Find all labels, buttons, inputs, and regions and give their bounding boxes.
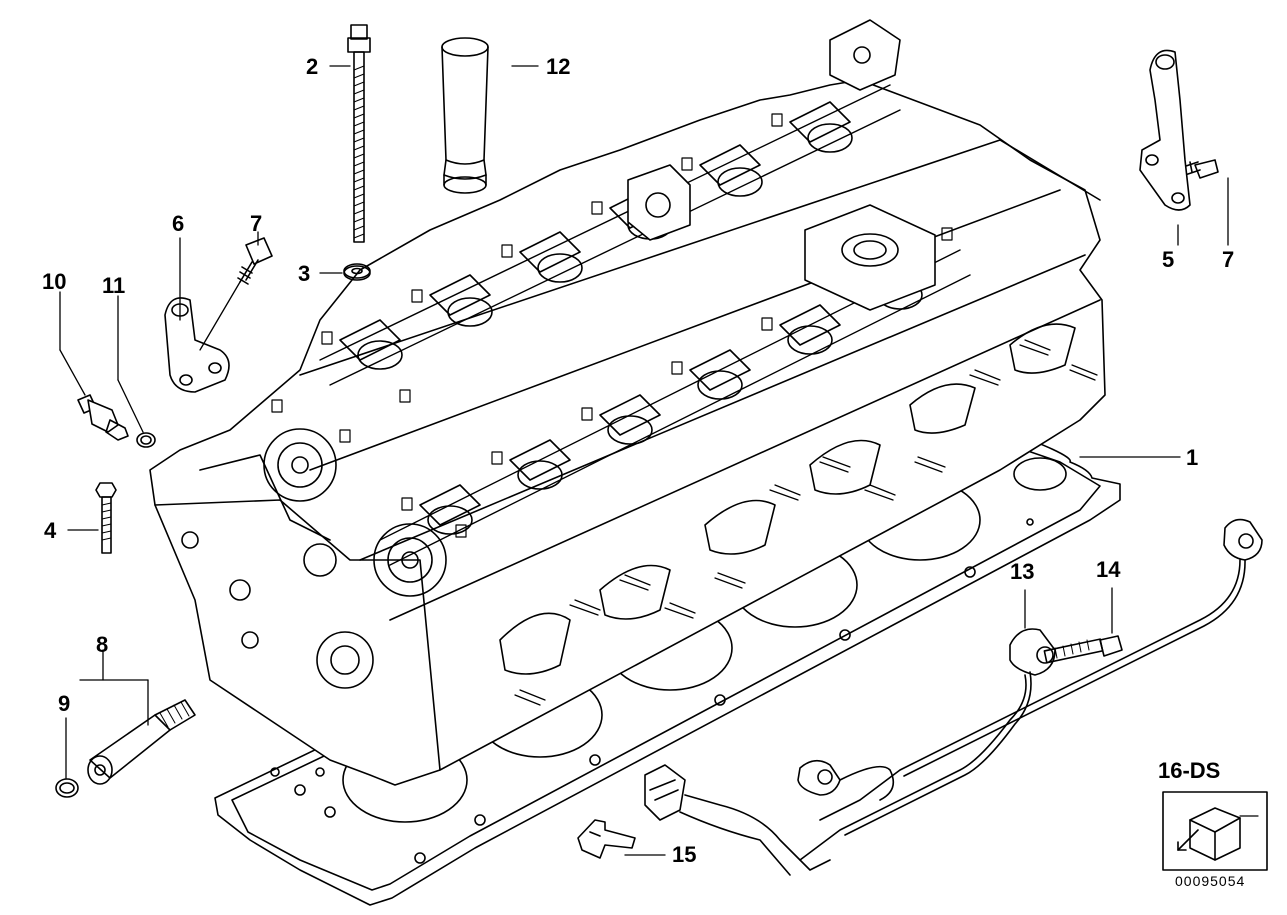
head-bolt — [347, 24, 371, 243]
knock-sensor-harness — [644, 518, 1263, 876]
callout-14: 14 — [1096, 557, 1121, 582]
stud-bolt — [95, 482, 117, 554]
washer — [343, 263, 371, 281]
bracket-left — [164, 297, 230, 393]
bolt-left — [237, 237, 273, 285]
callout-9: 9 — [58, 691, 71, 716]
bracket-right — [1139, 49, 1191, 211]
oil-nozzle — [87, 699, 196, 785]
callout-15: 15 — [672, 842, 697, 867]
camshafts — [271, 19, 971, 566]
sleeve — [441, 37, 489, 194]
cable-clip — [577, 819, 636, 859]
o-ring-nozzle — [55, 778, 79, 798]
kit-tag: 16-DS — [1158, 758, 1221, 783]
knock-sensor-bolt — [1043, 635, 1123, 664]
callout-4: 4 — [44, 518, 57, 543]
callout-5: 5 — [1162, 247, 1175, 272]
callout-8: 8 — [96, 632, 109, 657]
callout-12: 12 — [546, 54, 571, 79]
sealing-ring-sensor — [136, 432, 156, 448]
callout-3: 3 — [298, 261, 311, 286]
bolt-right — [1179, 159, 1219, 179]
callout-11: 11 — [102, 273, 126, 298]
callout-2: 2 — [306, 54, 319, 79]
drawing-number: 00095054 — [1175, 873, 1246, 889]
callout-7-left: 7 — [250, 211, 263, 236]
callout-10: 10 — [42, 269, 67, 294]
kit-box-icon — [1162, 791, 1268, 871]
oil-pressure-sensor — [77, 394, 129, 441]
callout-1: 1 — [1186, 445, 1199, 470]
leader-lines — [59, 65, 1229, 856]
callout-7-right: 7 — [1222, 247, 1235, 272]
callout-13: 13 — [1010, 559, 1035, 584]
callout-6: 6 — [172, 211, 185, 236]
